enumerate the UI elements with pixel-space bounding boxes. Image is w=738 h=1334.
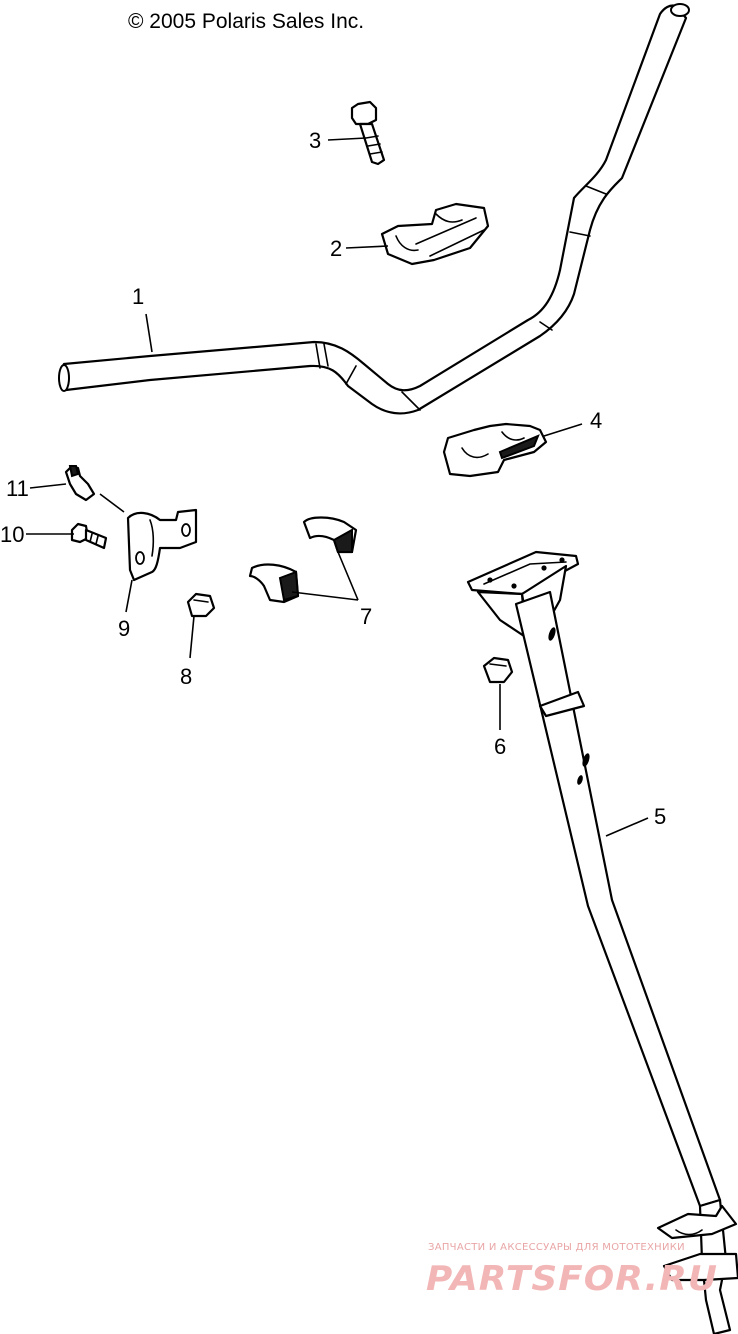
handlebar <box>58 3 690 415</box>
screw <box>70 522 108 550</box>
upper-clamp <box>380 202 490 266</box>
callout-10: 10 <box>0 522 24 547</box>
callout-6: 6 <box>494 734 506 759</box>
nut-8 <box>186 592 216 618</box>
callout-5: 5 <box>654 804 666 829</box>
steering-post <box>466 550 738 1334</box>
bolt <box>350 100 386 166</box>
watermark-tagline: ЗАПЧАСТИ И АКСЕССУАРЫ ДЛЯ МОТОТЕХНИКИ <box>428 1242 685 1253</box>
leader-lines <box>26 137 649 837</box>
callout-11: 11 <box>6 476 29 501</box>
bushing-lower <box>248 563 300 604</box>
bracket <box>126 508 198 582</box>
lower-clamp <box>442 422 548 478</box>
nut-6 <box>482 656 514 684</box>
callout-9: 9 <box>118 616 130 641</box>
callout-4: 4 <box>590 408 602 433</box>
callout-3: 3 <box>309 128 321 153</box>
callout-7: 7 <box>360 604 372 629</box>
grease-fitting <box>64 464 96 502</box>
callout-8: 8 <box>180 664 192 689</box>
callout-1: 1 <box>132 284 144 309</box>
copyright-text: © 2005 Polaris Sales Inc. <box>128 10 364 33</box>
callout-2: 2 <box>330 236 342 261</box>
watermark-logo: PARTSFOR.RU <box>426 1259 718 1299</box>
watermark: ЗАПЧАСТИ И АКСЕССУАРЫ ДЛЯ МОТОТЕХНИКИ PA… <box>426 1242 718 1299</box>
bushing-upper <box>302 516 358 554</box>
